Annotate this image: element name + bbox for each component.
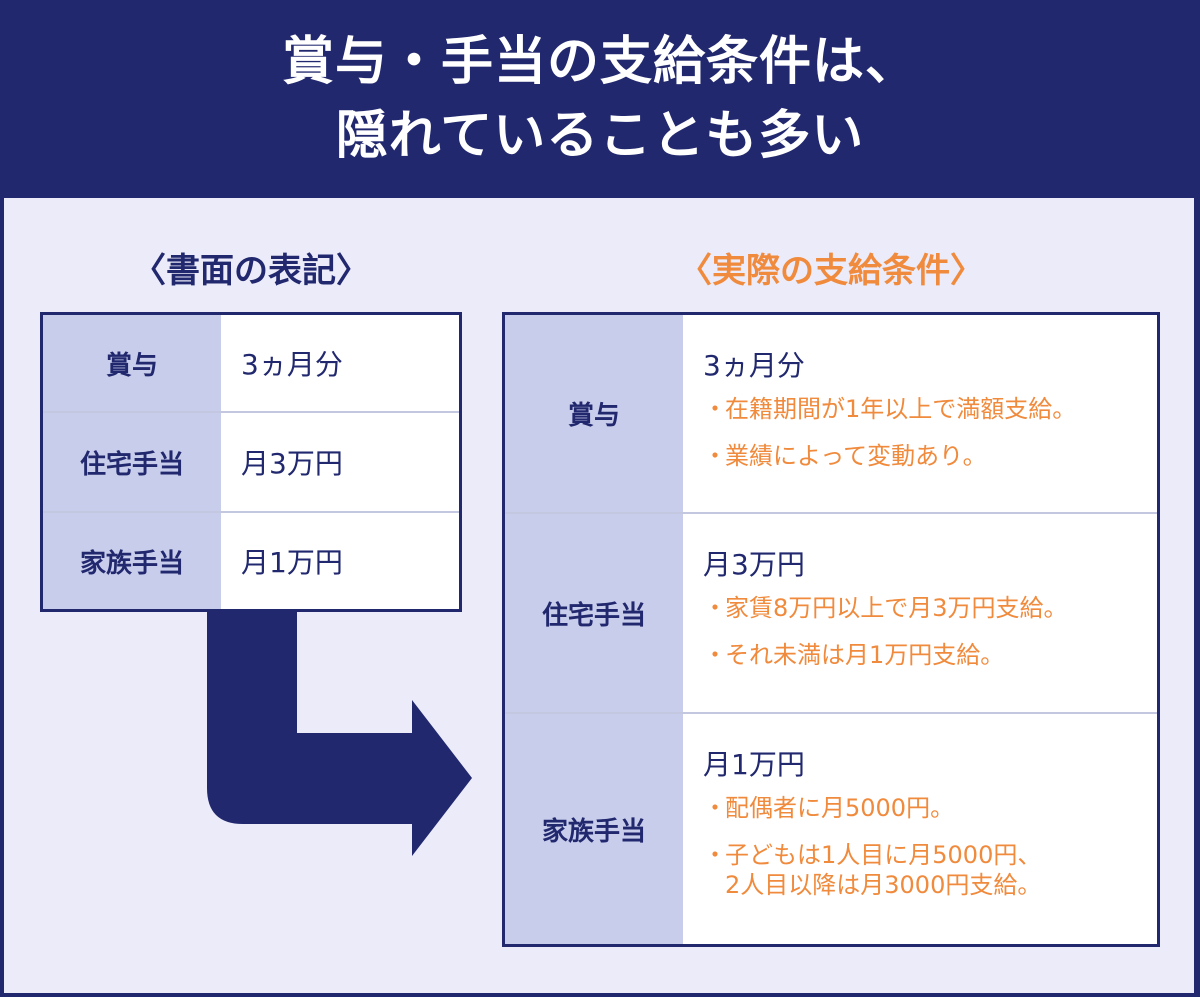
condition-text: 在籍期間が1年以上で満額支給。 — [725, 395, 1077, 423]
row-detail-housing: 月3万円 ・家賃8万円以上で月3万円支給。 ・それ未満は月1万円支給。 — [683, 513, 1159, 714]
condition-text: 家賃8万円以上で月3万円支給。 — [725, 594, 1068, 622]
row-detail-bonus: 3ヵ月分 ・在籍期間が1年以上で満額支給。 ・業績によって変動あり。 — [683, 313, 1159, 514]
written-terms-table: 賞与 3ヵ月分 住宅手当 月3万円 家族手当 月1万円 — [40, 312, 462, 612]
condition-item: ・家賃8万円以上で月3万円支給。 — [703, 593, 1157, 623]
row-label-family: 家族手当 — [41, 512, 221, 611]
condition-list: ・家賃8万円以上で月3万円支給。 ・それ未満は月1万円支給。 — [703, 593, 1157, 670]
table-row: 家族手当 月1万円 ・配偶者に月5000円。 ・子どもは1人目に月5000円、2… — [503, 713, 1159, 946]
condition-item: ・在籍期間が1年以上で満額支給。 — [703, 394, 1157, 424]
condition-text: 業績によって変動あり。 — [725, 442, 987, 470]
condition-text-line-1: 子どもは1人目に月5000円、 — [725, 841, 1042, 869]
row-value-housing: 月3万円 — [221, 412, 461, 513]
row-value-bonus: 3ヵ月分 — [221, 313, 461, 413]
row-label-bonus: 賞与 — [41, 313, 221, 413]
page-title-line-1: 賞与・手当の支給条件は、 — [281, 32, 918, 92]
bullet-icon: ・ — [703, 594, 727, 622]
bullet-icon: ・ — [703, 794, 727, 822]
written-terms-heading: 〈書面の表記〉 — [132, 251, 370, 291]
table-row: 住宅手当 月3万円 — [41, 412, 461, 513]
row-label-housing: 住宅手当 — [503, 513, 683, 714]
amount-text: 月3万円 — [703, 548, 805, 581]
table-row: 賞与 3ヵ月分 ・在籍期間が1年以上で満額支給。 ・業績によって変動あり。 — [503, 313, 1159, 514]
condition-item: ・それ未満は月1万円支給。 — [703, 640, 1157, 670]
condition-item: ・子どもは1人目に月5000円、2人目以降は月3000円支給。 — [703, 840, 1157, 900]
row-detail-family: 月1万円 ・配偶者に月5000円。 ・子どもは1人目に月5000円、2人目以降は… — [683, 713, 1159, 946]
title-banner: 賞与・手当の支給条件は、 隠れていることも多い — [0, 0, 1200, 198]
condition-list: ・在籍期間が1年以上で満額支給。 ・業績によって変動あり。 — [703, 394, 1157, 471]
condition-text: それ未満は月1万円支給。 — [725, 641, 1005, 669]
page-title-line-2: 隠れていることも多い — [335, 106, 865, 166]
bullet-icon: ・ — [703, 641, 727, 669]
condition-item: ・業績によって変動あり。 — [703, 441, 1157, 471]
row-label-housing: 住宅手当 — [41, 412, 221, 513]
arrow-head — [412, 700, 472, 856]
condition-list: ・配偶者に月5000円。 ・子どもは1人目に月5000円、2人目以降は月3000… — [703, 793, 1157, 900]
table-row: 家族手当 月1万円 — [41, 512, 461, 611]
table-row: 賞与 3ヵ月分 — [41, 313, 461, 413]
bullet-icon: ・ — [703, 841, 727, 869]
amount-text: 月1万円 — [703, 748, 805, 781]
condition-item: ・配偶者に月5000円。 — [703, 793, 1157, 823]
table-row: 住宅手当 月3万円 ・家賃8万円以上で月3万円支給。 ・それ未満は月1万円支給。 — [503, 513, 1159, 714]
amount-text: 3ヵ月分 — [703, 349, 805, 382]
arrow-shaft — [207, 612, 416, 824]
row-label-family: 家族手当 — [503, 713, 683, 946]
condition-text-line-2: 2人目以降は月3000円支給。 — [725, 871, 1042, 899]
actual-terms-heading: 〈実際の支給条件〉 — [678, 251, 984, 291]
actual-terms-table: 賞与 3ヵ月分 ・在籍期間が1年以上で満額支給。 ・業績によって変動あり。 住宅… — [502, 312, 1160, 947]
row-label-bonus: 賞与 — [503, 313, 683, 514]
row-value-family: 月1万円 — [241, 546, 343, 579]
condition-text: 配偶者に月5000円。 — [725, 794, 955, 822]
bullet-icon: ・ — [703, 442, 727, 470]
bullet-icon: ・ — [703, 395, 727, 423]
